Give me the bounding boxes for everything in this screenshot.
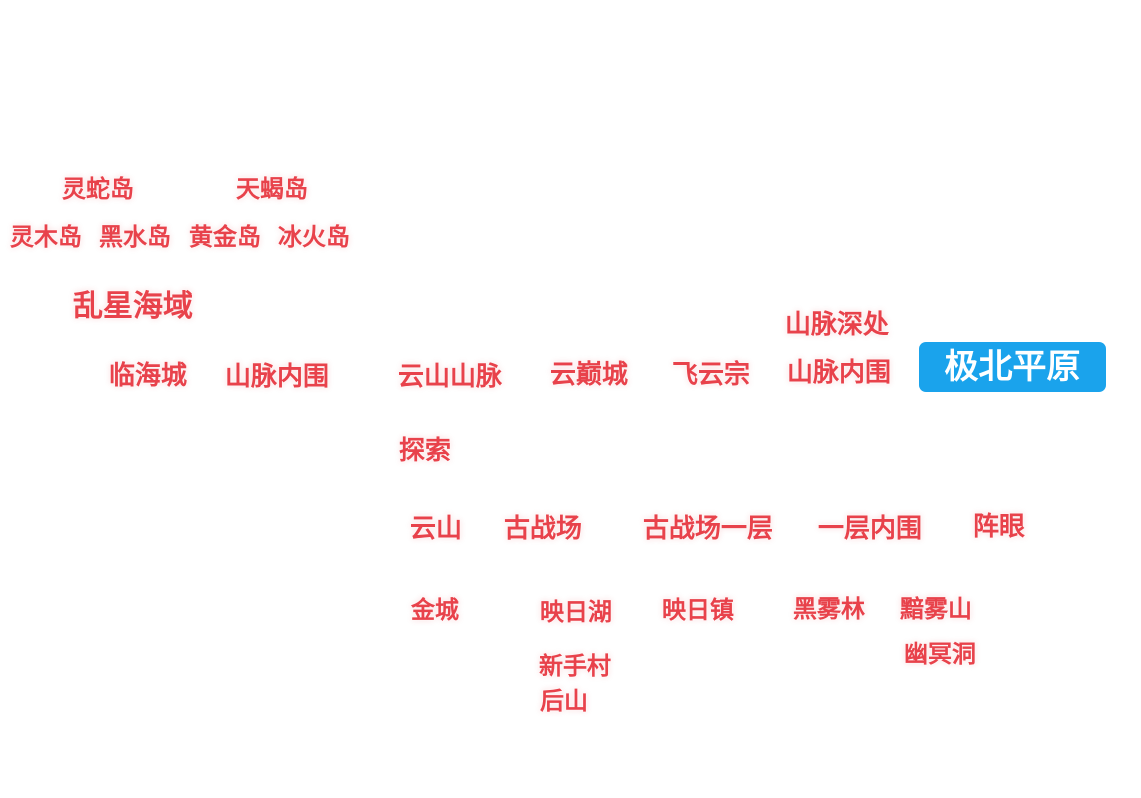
location-battlefield-floor-1[interactable]: 古战场一层 <box>643 514 774 544</box>
location-tianxie-island[interactable]: 天蝎岛 <box>236 175 308 203</box>
location-huangjin-island[interactable]: 黄金岛 <box>189 223 261 251</box>
location-ancient-battlefield[interactable]: 古战场 <box>504 514 583 544</box>
location-yunshan-range[interactable]: 云山山脉 <box>398 362 503 392</box>
location-mountain-inner-east[interactable]: 山脉内围 <box>787 358 892 388</box>
location-yunshan[interactable]: 云山 <box>410 514 463 544</box>
location-heishui-island[interactable]: 黑水岛 <box>99 223 171 251</box>
location-yundian-city[interactable]: 云巅城 <box>550 360 629 390</box>
location-lingshe-island[interactable]: 灵蛇岛 <box>62 175 134 203</box>
location-yingri-town[interactable]: 映日镇 <box>662 596 734 624</box>
location-youming-cave[interactable]: 幽冥洞 <box>904 640 976 668</box>
location-anwu-mountain[interactable]: 黯雾山 <box>900 595 972 623</box>
location-yingri-lake[interactable]: 映日湖 <box>540 598 612 626</box>
current-location-badge[interactable]: 极北平原 <box>919 342 1106 392</box>
location-linhai-city[interactable]: 临海城 <box>109 361 188 391</box>
location-mountain-depths[interactable]: 山脉深处 <box>785 310 890 340</box>
location-binghuo-island[interactable]: 冰火岛 <box>278 223 350 251</box>
location-back-mountain[interactable]: 后山 <box>540 687 588 715</box>
location-novice-village[interactable]: 新手村 <box>539 652 611 680</box>
location-explore[interactable]: 探索 <box>399 436 452 466</box>
location-heiwu-forest[interactable]: 黑雾林 <box>793 595 865 623</box>
location-lingmu-island[interactable]: 灵木岛 <box>10 223 82 251</box>
location-luanxing-sea[interactable]: 乱星海域 <box>73 289 193 324</box>
location-mountain-inner-west[interactable]: 山脉内围 <box>225 362 330 392</box>
location-floor-1-inner[interactable]: 一层内围 <box>818 514 923 544</box>
location-jin-city[interactable]: 金城 <box>411 596 459 624</box>
location-feiyun-sect[interactable]: 飞云宗 <box>672 360 751 390</box>
location-array-eye[interactable]: 阵眼 <box>973 512 1026 542</box>
